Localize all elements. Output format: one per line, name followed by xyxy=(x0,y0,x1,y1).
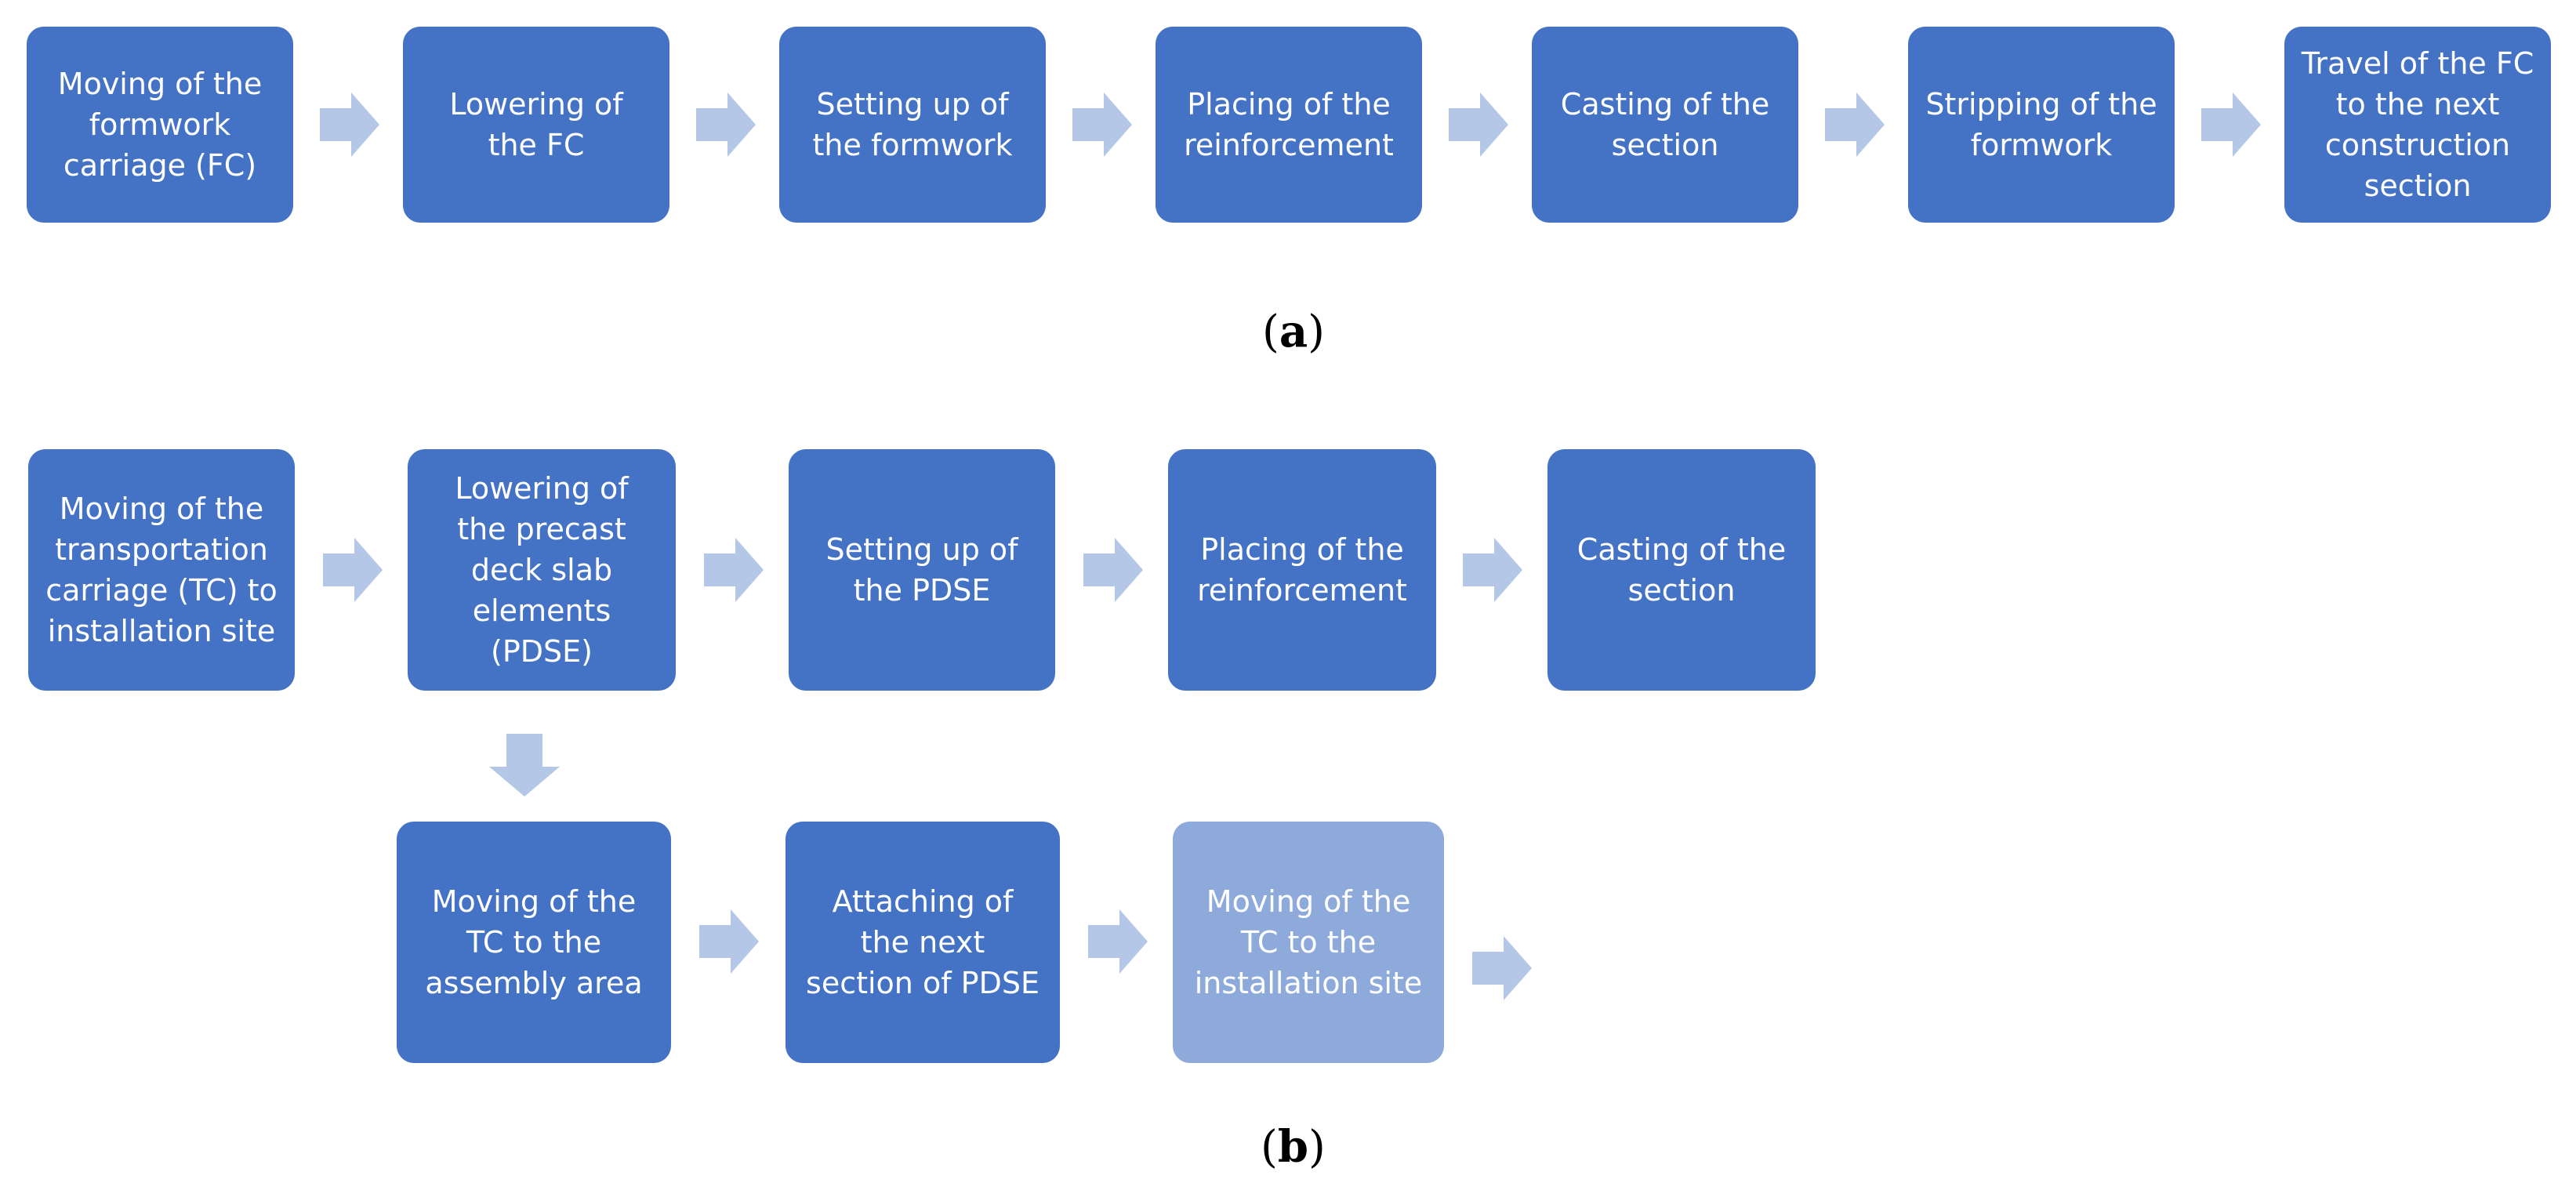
right-arrow-icon xyxy=(704,538,764,602)
step-b5-box: Casting of the section xyxy=(1547,449,1816,691)
right-arrow-icon xyxy=(1088,909,1148,974)
right-arrow-icon xyxy=(1083,538,1143,602)
step-b3-box: Setting up of the PDSE xyxy=(789,449,1055,691)
right-arrow-icon xyxy=(1463,538,1522,602)
step-b8-box: Moving of the TC to the installation sit… xyxy=(1173,822,1444,1063)
step-a3-box: Setting up of the formwork xyxy=(779,27,1046,223)
right-arrow-icon xyxy=(1472,936,1532,1000)
right-arrow-icon xyxy=(1449,93,1508,157)
right-arrow-icon xyxy=(699,909,759,974)
step-a6-box: Stripping of the formwork xyxy=(1908,27,2175,223)
right-arrow-icon xyxy=(696,93,756,157)
caption-a: (a) xyxy=(1262,306,1326,357)
step-a5-box: Casting of the section xyxy=(1532,27,1798,223)
step-b6-box: Moving of the TC to the assembly area xyxy=(397,822,671,1063)
step-a1-box: Moving of the formwork carriage (FC) xyxy=(27,27,293,223)
right-arrow-icon xyxy=(1072,93,1132,157)
step-a7-box: Travel of the FC to the next constructio… xyxy=(2284,27,2551,223)
caption-a-label: a xyxy=(1279,306,1308,357)
down-arrow-icon xyxy=(489,734,560,796)
step-b7-box: Attaching of the next section of PDSE xyxy=(785,822,1060,1063)
step-b1-box: Moving of the transportation carriage (T… xyxy=(28,449,295,691)
right-arrow-icon xyxy=(323,538,383,602)
caption-b: (b) xyxy=(1261,1121,1326,1173)
right-arrow-icon xyxy=(1825,93,1885,157)
caption-b-label: b xyxy=(1277,1121,1309,1173)
right-arrow-icon xyxy=(320,93,379,157)
right-arrow-icon xyxy=(2201,93,2261,157)
step-a2-box: Lowering of the FC xyxy=(403,27,669,223)
step-a4-box: Placing of the reinforcement xyxy=(1156,27,1422,223)
step-b4-box: Placing of the reinforcement xyxy=(1168,449,1436,691)
step-b2-box: Lowering of the precast deck slab elemen… xyxy=(408,449,676,691)
